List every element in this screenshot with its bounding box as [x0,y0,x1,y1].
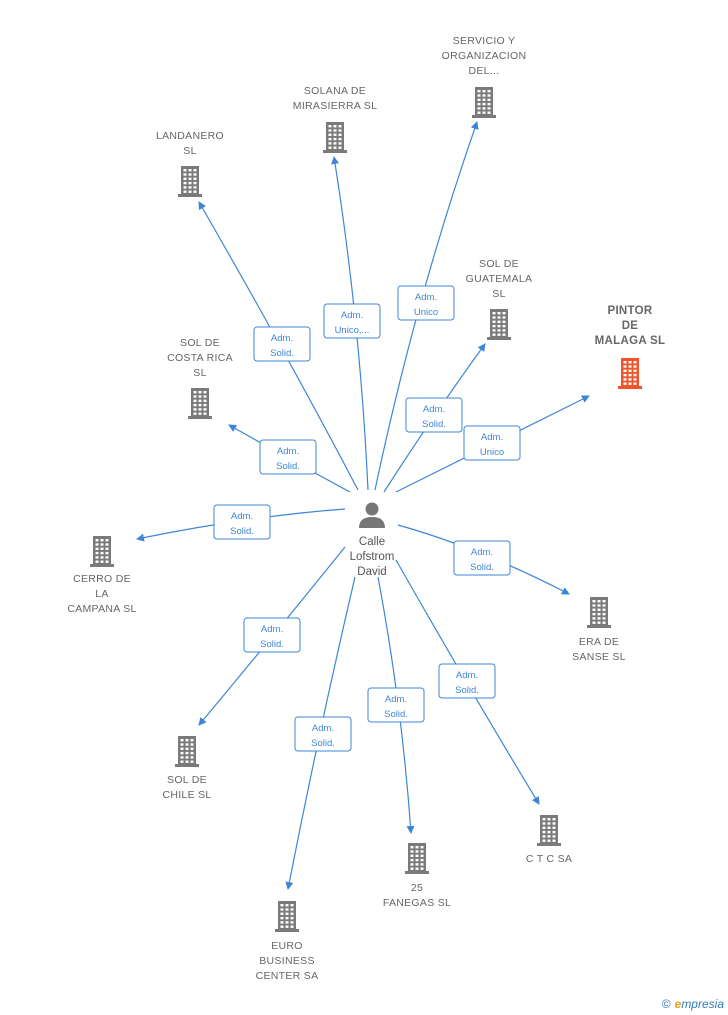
role-text: Unico,... [335,325,370,336]
company-name: SOL DE [167,774,207,786]
company-node-pintor[interactable]: PINTOR DE MALAGA SL [595,305,666,389]
building-icon [90,536,114,567]
role-text: Adm. [312,723,334,734]
role-text: Solid. [455,685,479,696]
company-name: EURO [271,940,303,952]
role-label-servicio[interactable]: Adm. Unico [397,285,455,321]
role-text: Adm. [481,432,503,443]
company-node-guatemala[interactable]: SOL DE GUATEMALA SL [466,258,533,340]
company-node-ctc[interactable]: C T C SA [526,815,572,865]
company-name: SL [183,145,196,157]
company-name: BUSINESS [259,955,315,967]
person-name: David [357,566,386,578]
company-name: ORGANIZACION [442,50,527,62]
company-node-servicio[interactable]: SERVICIO Y ORGANIZACION DEL... [442,35,527,118]
role-text: Adm. [341,310,363,321]
company-node-era[interactable]: ERA DE SANSE SL [572,597,626,663]
company-name: DE [622,320,639,332]
company-node-chile[interactable]: SOL DE CHILE SL [162,736,211,801]
role-text: Solid. [311,738,335,749]
building-icon [275,901,299,932]
company-name: SERVICIO Y [453,35,516,47]
brand-name: mpresia [681,997,724,1011]
company-node-cerro[interactable]: CERRO DE LA CAMPANA SL [67,536,136,615]
role-label-costarica[interactable]: Adm. Solid. [259,439,317,475]
role-text: Adm. [385,694,407,705]
company-name: CERRO DE [73,573,131,585]
role-text: Adm. [471,547,493,558]
role-label-cerro[interactable]: Adm. Solid. [213,504,271,540]
company-name: SOL DE [479,258,519,270]
building-icon [178,166,202,197]
company-name: 25 [411,882,423,894]
role-label-ctc[interactable]: Adm. Solid. [438,663,496,699]
company-name: LA [95,588,108,600]
building-icon [537,815,561,846]
role-label-solana[interactable]: Adm. Unico,... [323,303,381,339]
person-name: Calle [359,536,385,548]
role-text: Adm. [261,624,283,635]
brand-logo-e: e [674,997,682,1011]
company-name: SOLANA DE [304,85,366,97]
role-label-landanero[interactable]: Adm. Solid. [253,326,311,362]
building-icon [472,87,496,118]
company-name: CENTER SA [256,970,319,982]
company-name: MIRASIERRA SL [293,100,377,112]
role-text: Adm. [231,511,253,522]
company-node-euro[interactable]: EURO BUSINESS CENTER SA [256,901,319,982]
building-icon [487,309,511,340]
copyright-symbol: © [661,997,671,1011]
role-text: Solid. [230,526,254,537]
company-node-landanero[interactable]: LANDANERO SL [156,130,224,197]
building-icon [618,358,642,389]
company-name: SL [492,288,505,300]
role-text: Adm. [456,670,478,681]
person-icon [359,502,385,528]
company-name: PINTOR [607,305,652,317]
role-label-pintor[interactable]: Adm. Unico [463,425,521,461]
role-label-fanegas[interactable]: Adm. Solid. [367,687,425,723]
role-text: Solid. [260,639,284,650]
building-icon [323,122,347,153]
building-icon [587,597,611,628]
building-icon [405,843,429,874]
company-node-solana[interactable]: SOLANA DE MIRASIERRA SL [293,85,377,153]
company-name: FANEGAS SL [383,897,451,909]
company-name: SANSE SL [572,651,626,663]
company-name: CAMPANA SL [67,603,136,615]
role-text: Adm. [277,446,299,457]
company-name: C T C SA [526,853,572,865]
company-name: SOL DE [180,337,220,349]
role-text: Adm. [423,404,445,415]
role-text: Adm. [271,333,293,344]
company-name: CHILE SL [162,789,211,801]
role-label-chile[interactable]: Adm. Solid. [243,617,301,653]
role-label-guatemala[interactable]: Adm. Solid. [405,397,463,433]
role-label-era[interactable]: Adm. Solid. [453,540,511,576]
company-name: ERA DE [579,636,619,648]
company-name: MALAGA SL [595,335,666,347]
role-text: Solid. [384,709,408,720]
footer-brand: ©empresia [662,997,724,1011]
company-name: COSTA RICA [167,352,233,364]
role-text: Unico [414,307,438,318]
role-text: Solid. [422,419,446,430]
company-name: GUATEMALA [466,273,533,285]
role-text: Adm. [415,292,437,303]
company-name: DEL... [469,65,500,77]
role-text: Solid. [270,348,294,359]
role-label-euro[interactable]: Adm. Solid. [294,716,352,752]
role-text: Solid. [276,461,300,472]
company-name: SL [193,367,206,379]
building-icon [188,388,212,419]
building-icon [175,736,199,767]
company-name: LANDANERO [156,130,224,142]
role-text: Unico [480,447,504,458]
company-node-costarica[interactable]: SOL DE COSTA RICA SL [167,337,233,419]
role-text: Solid. [470,562,494,573]
person-name: Lofstrom [350,551,395,563]
